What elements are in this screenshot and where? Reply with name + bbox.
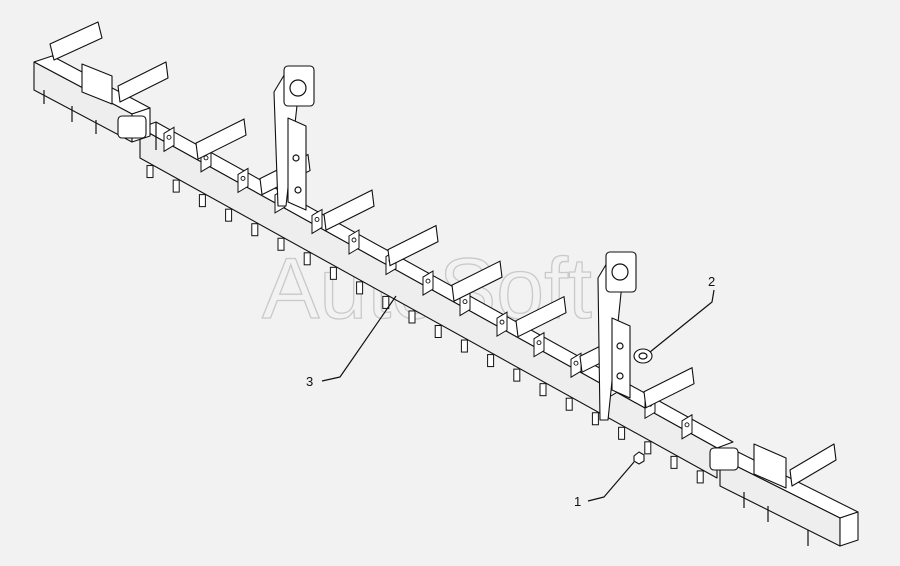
tab-hole [203,155,209,161]
leader-line-3 [321,295,397,382]
leader-line-2 [649,289,715,353]
tab-hole [314,217,320,222]
beam-tooth [356,281,364,295]
beam-tooth [565,397,573,411]
right-end-section [709,443,859,547]
bushing-part-2 [633,348,653,364]
tab-hole [684,422,690,428]
beam-tooth [225,208,233,222]
beam-tooth [251,223,259,237]
beam-tooth [277,237,285,251]
beam-tooth [696,470,704,484]
main-beam [139,121,734,479]
mounting-plate [451,260,503,302]
plate-group [195,118,695,409]
tab-hole [166,134,172,140]
hitch-bracket-left [273,65,315,211]
callout-2: 2 [708,274,715,289]
hitch-bracket-right [597,251,637,421]
mounting-plate [387,224,439,267]
mounting-plate [195,118,247,160]
leader-line-1 [587,461,635,502]
beam-tooth [303,252,311,266]
mounting-plate [323,189,375,231]
teeth-group [146,165,704,484]
tab-hole [536,340,542,346]
mounting-plate [515,295,567,338]
callout-3: 3 [306,374,313,389]
beam-tooth [172,179,180,193]
beam-tooth [198,194,206,208]
beam-tooth [539,383,547,397]
tab-hole [462,299,468,305]
callout-1: 1 [574,494,581,509]
nut-part-1 [633,451,645,465]
tab-hole [573,360,579,366]
tab-hole [240,175,246,181]
beam-tooth [434,325,442,339]
left-end-section [33,21,169,143]
tab-hole [499,319,505,325]
beam-tooth [460,339,468,353]
beam-tooth [618,426,626,440]
tab-hole [425,278,431,284]
beam-tooth [382,295,390,309]
beam-tooth [513,368,521,382]
beam-tooth [644,441,652,455]
beam-tooth [487,354,495,368]
beam-tooth [408,310,416,324]
beam-tooth [146,165,154,179]
beam-tooth [670,455,678,469]
mounting-plate [643,366,695,409]
beam-tooth [329,266,337,280]
beam-tooth [591,412,599,426]
tab-hole [351,237,357,243]
